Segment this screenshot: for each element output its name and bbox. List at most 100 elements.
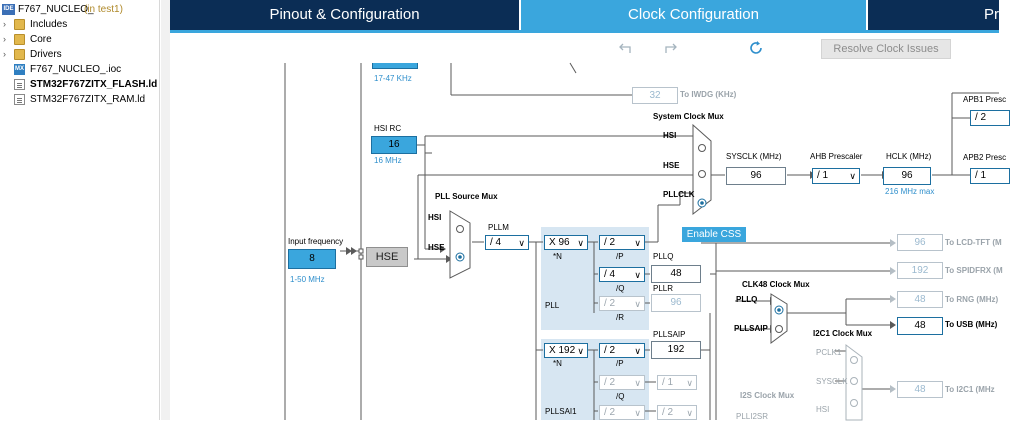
- tab-clock[interactable]: Clock Configuration: [521, 0, 866, 30]
- pllr-field[interactable]: 96: [651, 294, 701, 312]
- pll-src-hsi: HSI: [428, 213, 442, 222]
- sysmux-pllclk: PLLCLK: [663, 190, 695, 199]
- undo-icon[interactable]: [619, 41, 635, 55]
- pll-r-dropdown[interactable]: / 2∨: [599, 296, 645, 311]
- clk48-title: CLK48 Clock Mux: [742, 280, 810, 289]
- hclk-field[interactable]: 96: [883, 167, 931, 185]
- chevron-down-icon: ∨: [518, 238, 525, 248]
- sysmux-hsi: HSI: [663, 131, 677, 140]
- tree-item-ioc[interactable]: MX F767_NUCLEO_.ioc: [0, 62, 160, 77]
- tree-item-label: Core: [30, 34, 52, 45]
- pll-src-hse: HSE: [428, 243, 445, 252]
- ahb-value: / 1: [817, 170, 829, 181]
- editor-tabs: Pinout & Configuration Clock Configurati…: [170, 0, 999, 30]
- chevron-down-icon: ∨: [634, 346, 641, 356]
- input-freq-field[interactable]: 8: [288, 249, 336, 269]
- i2s-plli2sr: PLLI2SR: [736, 412, 769, 421]
- pllsai-n-label: *N: [553, 359, 562, 368]
- tab-project-manager[interactable]: Pr: [868, 0, 999, 30]
- tree-item-core[interactable]: › Core: [0, 32, 160, 47]
- expand-arrow-icon[interactable]: ›: [3, 34, 6, 44]
- pllsai-q-dropdown[interactable]: / 2∨: [599, 375, 645, 390]
- i2c1-sysclk: SYSCLK: [816, 377, 848, 386]
- tree-item-drivers[interactable]: › Drivers: [0, 47, 160, 62]
- splitter[interactable]: [161, 0, 170, 420]
- project-suffix: (in test1): [84, 4, 123, 15]
- pllsaip-label: PLLSAIP: [653, 330, 686, 339]
- chevron-down-icon: ∨: [686, 408, 693, 418]
- pllsai-r-div2-dropdown[interactable]: / 2∨: [657, 405, 697, 420]
- expand-arrow-icon[interactable]: ›: [3, 49, 6, 59]
- lse-rc-box[interactable]: [372, 63, 418, 69]
- pllsai-p-dropdown[interactable]: / 2 ∨: [599, 343, 645, 358]
- tree-item-includes[interactable]: › Includes: [0, 17, 160, 32]
- rng-field[interactable]: 48: [897, 291, 943, 308]
- pll-q-dropdown[interactable]: / 4∨: [599, 267, 645, 282]
- apb2-dropdown[interactable]: / 1: [970, 168, 1010, 184]
- pllm-value: / 4: [490, 237, 502, 248]
- pllq-field[interactable]: 48: [651, 265, 701, 283]
- resolve-clock-issues-button[interactable]: Resolve Clock Issues: [821, 39, 951, 59]
- lse-freq: 17-47 KHz: [374, 74, 412, 83]
- usb-field[interactable]: 48: [897, 317, 943, 335]
- sysclk-label: SYSCLK (MHz): [726, 152, 782, 161]
- tree-item-label: STM32F767ZITX_FLASH.ld: [30, 79, 158, 90]
- pllsai-p-label: /P: [616, 359, 624, 368]
- i2c1-field[interactable]: 48: [897, 381, 943, 398]
- pllsai-n-dropdown[interactable]: X 192∨: [544, 343, 588, 358]
- sysmux-title: System Clock Mux: [653, 112, 724, 121]
- i2c1-label: To I2C1 (MHz: [945, 385, 995, 394]
- pll-q-value: / 4: [604, 269, 616, 280]
- ioc-file-icon: MX: [14, 64, 25, 75]
- apb1-dropdown[interactable]: / 2: [970, 110, 1010, 126]
- spdifrx-label: To SPIDFRX (M: [945, 266, 1003, 275]
- pllsai-q-div2-dropdown[interactable]: / 1∨: [657, 375, 697, 390]
- pllsai-r-dropdown[interactable]: / 2∨: [599, 405, 645, 420]
- refresh-icon[interactable]: [748, 40, 764, 56]
- pll-r-label: /R: [616, 313, 624, 322]
- project-icon: IDE: [2, 4, 15, 15]
- ahb-label: AHB Prescaler: [810, 152, 863, 161]
- hsi-rc-box[interactable]: 16: [371, 136, 417, 154]
- tree-item-label: Includes: [30, 19, 68, 30]
- chevron-down-icon: ∨: [634, 238, 641, 248]
- pll-n-dropdown[interactable]: X 96∨: [544, 235, 588, 250]
- pllsaip-field[interactable]: 192: [651, 341, 701, 359]
- pll-p-value: / 2: [604, 237, 616, 248]
- tree-item-flash-ld[interactable]: STM32F767ZITX_FLASH.ld: [0, 77, 160, 92]
- chevron-down-icon: ∨: [577, 238, 584, 248]
- clock-tree-diagram: 17-47 KHz 32 To IWDG (KHz) HSI RC 16 16 …: [170, 62, 1010, 421]
- pllsai-p-value: / 2: [604, 345, 616, 356]
- clk48-pllsaip: PLLSAIP: [734, 324, 768, 333]
- hclk-label: HCLK (MHz): [886, 152, 932, 161]
- chevron-down-icon: ∨: [634, 378, 641, 388]
- hse-box[interactable]: HSE: [366, 247, 408, 267]
- sysclk-field[interactable]: 96: [726, 167, 786, 185]
- tree-item-project[interactable]: IDE F767_NUCLEO_ (in test1): [0, 2, 160, 17]
- pll-q-label: /Q: [616, 284, 625, 293]
- chevron-down-icon: ∨: [634, 408, 641, 418]
- pllq-label: PLLQ: [653, 252, 674, 261]
- redo-icon[interactable]: [662, 41, 678, 55]
- chevron-down-icon: ∨: [686, 378, 693, 388]
- pllsai1-label: PLLSAI1: [545, 407, 577, 416]
- tree-item-ram-ld[interactable]: STM32F767ZITX_RAM.ld: [0, 92, 160, 107]
- spdifrx-field[interactable]: 192: [897, 262, 943, 279]
- tree-item-label: Drivers: [30, 49, 62, 60]
- i2c1-mux-title: I2C1 Clock Mux: [813, 329, 873, 338]
- pll-r-value: / 2: [604, 298, 616, 309]
- ahb-prescaler-dropdown[interactable]: / 1∨: [812, 168, 860, 184]
- apb1-label: APB1 Presc: [963, 95, 1007, 104]
- project-explorer: IDE F767_NUCLEO_ (in test1) › Includes ›…: [0, 0, 160, 420]
- pllm-dropdown[interactable]: / 4 ∨: [485, 235, 529, 250]
- lcd-tft-field[interactable]: 96: [897, 234, 943, 251]
- apb1-value: / 2: [975, 112, 987, 123]
- iwdg-field[interactable]: 32: [632, 87, 678, 104]
- folder-icon: [14, 49, 25, 60]
- tab-pinout[interactable]: Pinout & Configuration: [170, 0, 519, 30]
- enable-css-button[interactable]: Enable CSS: [682, 227, 746, 242]
- folder-icon: [14, 19, 25, 30]
- pll-p-dropdown[interactable]: / 2 ∨: [599, 235, 645, 250]
- pllsai-q-label: /Q: [616, 392, 625, 401]
- expand-arrow-icon[interactable]: ›: [3, 19, 6, 29]
